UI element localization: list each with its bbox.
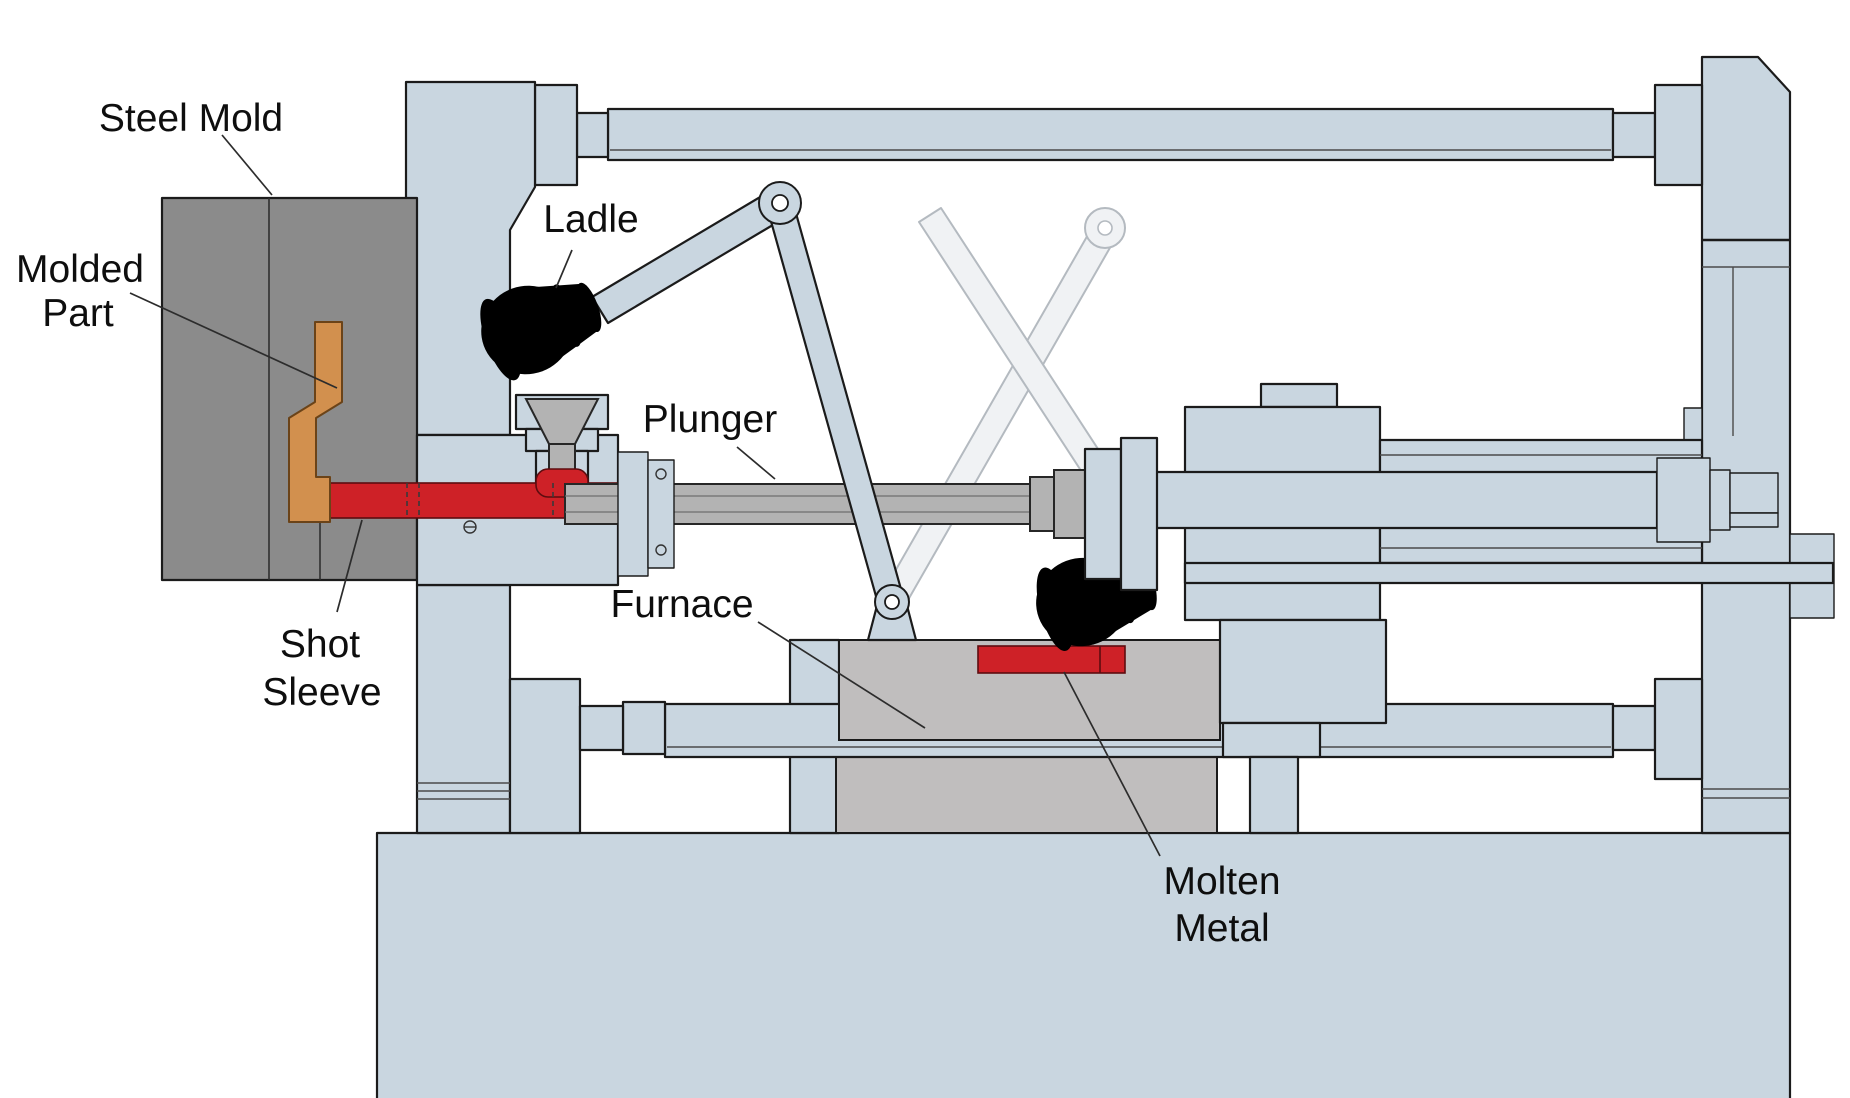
cylinder-shaft [1151,470,1659,530]
molten-metal-bath [977,645,1126,674]
furnace-lower-block [835,756,1218,834]
tie-bar-nut [1653,83,1704,187]
leader-ladle [555,249,573,289]
pedestal-stem [1248,755,1300,835]
piston-rod-end [1729,472,1779,514]
piston-rod-end [1729,512,1779,528]
top-tie-bar [533,83,1704,187]
label-molten-metal-line2: Metal [1174,907,1269,950]
sleeve-end-plate [617,451,649,577]
bolt [655,544,667,556]
pedestal-step [1221,721,1322,759]
molded-part-shape [288,321,343,523]
leader-molten-metal [1063,671,1161,857]
plunger-coupler [1053,469,1086,539]
label-shot-sleeve-line1: Shot [280,623,360,666]
leader-molded-part [129,292,338,389]
label-molten-metal-line1: Molten [1163,860,1280,903]
machine-base [375,831,1792,1098]
leader-lines [129,134,1161,857]
furnace-block [838,639,1221,741]
tie-bar-connector [1611,704,1657,752]
label-ladle: Ladle [543,198,638,241]
tie-bar-connector [1611,111,1657,159]
right-frame-column [1683,55,1835,835]
labels: Steel Mold Molded Part Ladle Plunger Fur… [16,97,1280,950]
tie-bar-connector [575,111,610,159]
plunger-coupler [1029,476,1055,532]
leader-shot-sleeve [336,519,363,613]
leader-plunger [736,446,776,480]
platen-foot-block [508,677,582,835]
cylinder-mount-plate [1183,561,1835,585]
cylinder-head-lip [1259,382,1339,409]
coupling-plate [1083,447,1123,581]
label-furnace: Furnace [610,583,753,626]
label-steel-mold: Steel Mold [99,97,283,140]
unit-pedestal [1218,618,1388,725]
tie-bar-nut [533,83,579,187]
label-molded-part-line1: Molded [16,248,144,291]
platen-support-column [415,583,512,835]
ghost-link-bar [881,218,1120,608]
ladle-linkage [468,181,918,642]
injection-unit [1151,382,1835,835]
label-molded-part-line2: Part [42,292,114,335]
leader-steel-mold [221,134,273,196]
piston-head [1656,457,1711,543]
tie-bar-connector [578,704,625,752]
label-shot-sleeve-line2: Sleeve [262,671,381,714]
piston-neck [1709,469,1731,531]
link-bar [765,197,906,609]
coupling-plate [1119,436,1159,592]
tie-bar-step [621,700,667,756]
tie-bar-nut [1653,677,1704,781]
tie-bar-rod [606,107,1615,162]
plunger-group [463,436,1159,592]
label-plunger: Plunger [643,398,777,441]
leader-furnace [757,621,926,729]
bolt [655,468,667,480]
